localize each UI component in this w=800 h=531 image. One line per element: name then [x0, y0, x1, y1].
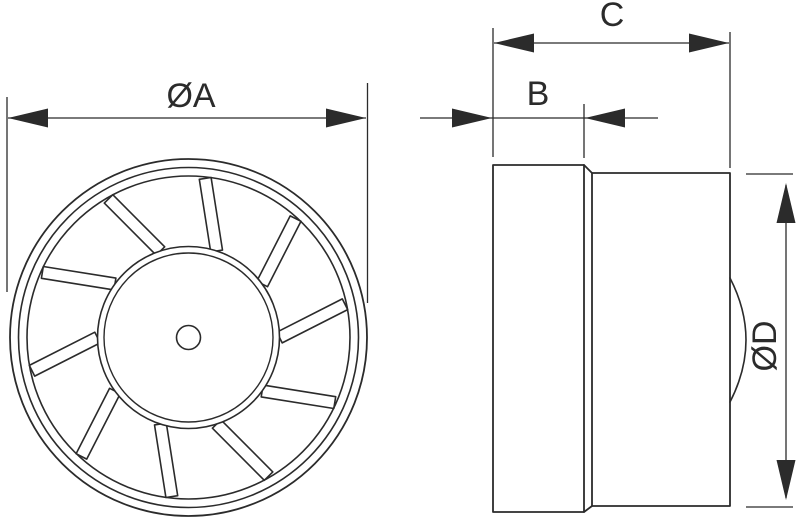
dimension-lines: [6, 28, 793, 508]
dim-a-arrow-right: [326, 108, 366, 128]
body-outline: [591, 172, 731, 507]
dim-label-collar-depth: B: [527, 75, 550, 113]
impeller-blade: [28, 331, 101, 377]
dim-b-arrow-right: [585, 108, 625, 128]
dim-d-arrow-down: [776, 460, 796, 500]
dimension-labels: ØA C B ØD: [166, 0, 784, 372]
front-view: [9, 158, 368, 517]
dim-c-arrow-left: [494, 33, 534, 53]
hub-outer-circle: [96, 245, 281, 430]
dimension-arrows: [8, 33, 796, 500]
dim-label-body-diameter: ØD: [746, 321, 784, 372]
impeller-blade: [75, 387, 121, 460]
shaft-hole: [175, 324, 202, 351]
dim-label-overall-depth: C: [600, 0, 625, 34]
impeller-blade: [255, 215, 302, 288]
collar-body-chamfer-bottom: [583, 505, 593, 513]
impeller-blade: [260, 384, 337, 410]
dim-b-arrow-left: [452, 108, 492, 128]
impeller-blade: [275, 298, 349, 344]
motor-bulge-arc: [729, 277, 747, 403]
impeller-blade: [153, 422, 179, 499]
inlet-collar-outline: [492, 164, 585, 513]
impeller-blade: [211, 418, 274, 482]
impeller-blade: [198, 176, 224, 253]
housing-inner-circle: [26, 175, 351, 500]
dim-label-front-diameter: ØA: [166, 77, 215, 115]
housing-mid-circle: [17, 166, 360, 509]
dim-c-arrow-right: [689, 33, 729, 53]
dim-a-arrow-left: [8, 108, 48, 128]
impeller-blade: [103, 193, 166, 256]
housing-outer-circle: [9, 158, 368, 517]
side-view: [492, 164, 747, 513]
dim-d-arrow-up: [776, 183, 796, 223]
impeller-blade: [40, 265, 117, 291]
hub-inner-circle: [103, 252, 274, 423]
collar-body-chamfer-top: [583, 164, 593, 174]
